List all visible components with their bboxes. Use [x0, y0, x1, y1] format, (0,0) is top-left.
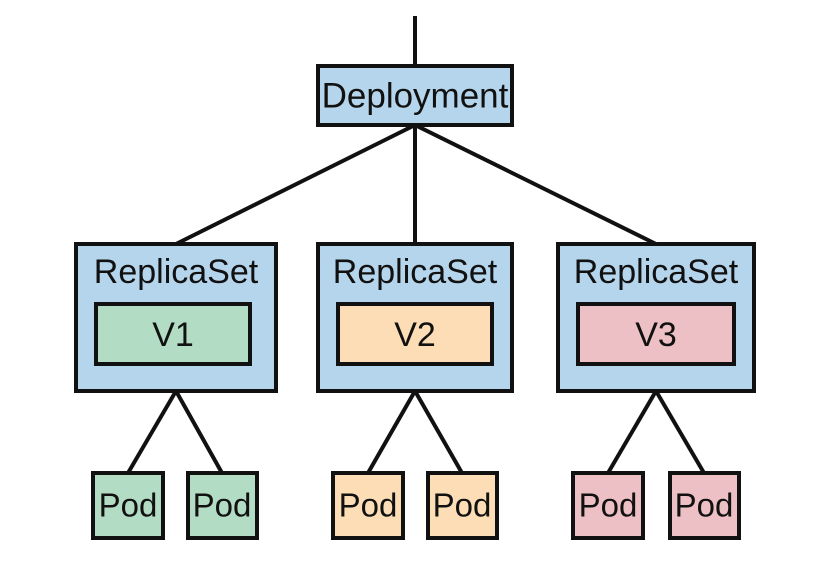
pod-node[interactable]: Pod [426, 471, 499, 540]
pod-box [331, 471, 405, 540]
pod-label: Pod [339, 487, 398, 524]
pod-node[interactable]: Pod [186, 471, 259, 540]
pod-node[interactable]: Pod [668, 471, 741, 540]
pod-node[interactable]: Pod [571, 471, 645, 540]
pod-box [668, 471, 741, 540]
pod-box [571, 471, 645, 540]
pod-label: Pod [99, 487, 158, 524]
replicaset-label: ReplicaSet [94, 253, 259, 291]
version-label: V3 [635, 316, 677, 354]
edge-replicaset-3-pod-2 [654, 389, 706, 475]
edge-replicaset-2-pod-2 [413, 390, 464, 474]
pod-label: Pod [675, 487, 734, 524]
edge-replicaset-2-pod-1 [366, 390, 417, 474]
pod-label: Pod [579, 487, 638, 524]
edge-replicaset-3-pod-1 [606, 389, 658, 475]
replicaset-node-2[interactable]: ReplicaSet V2 [316, 242, 514, 393]
pod-box [91, 471, 165, 540]
pod-label: Pod [433, 487, 492, 524]
edge-replicaset-1-pod-2 [174, 390, 224, 474]
pod-node[interactable]: Pod [91, 471, 165, 540]
version-box [576, 302, 736, 366]
deployment-node[interactable]: Deployment [316, 64, 514, 127]
edge-replicaset-1-pod-1 [126, 389, 178, 475]
version-box [336, 302, 494, 366]
replicaset-label: ReplicaSet [333, 253, 498, 291]
replicaset-node-1[interactable]: ReplicaSet V1 [74, 242, 278, 393]
replicaset-node-3[interactable]: ReplicaSet V3 [556, 242, 756, 393]
version-box [94, 302, 252, 366]
edge-deployment-replicaset-1 [175, 123, 416, 246]
edge-deployment-replicaset-3 [414, 123, 657, 246]
pod-box [426, 471, 499, 540]
replicaset-label: ReplicaSet [574, 253, 739, 291]
edges [126, 16, 706, 475]
pod-box [186, 471, 259, 540]
pod-node[interactable]: Pod [331, 471, 405, 540]
deployment-label: Deployment [322, 77, 509, 116]
version-label: V2 [394, 316, 436, 354]
version-label: V1 [152, 316, 194, 354]
deployment-box [316, 64, 514, 127]
pod-label: Pod [193, 487, 252, 524]
